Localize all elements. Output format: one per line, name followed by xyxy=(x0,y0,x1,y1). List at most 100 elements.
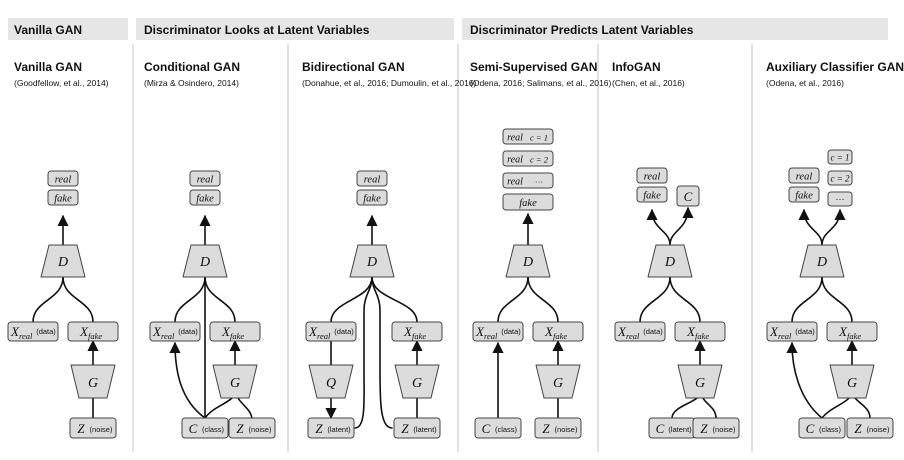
section-title-vanilla: Vanilla GAN xyxy=(14,23,82,37)
z-noise-input-tag: (noise) xyxy=(867,425,890,434)
c-latent-input-letter: C xyxy=(656,421,665,436)
generator-shape xyxy=(394,364,440,399)
output-c-box-shape xyxy=(676,185,700,207)
x-fake-node-shape xyxy=(532,321,584,342)
generator-label: G xyxy=(847,376,857,391)
output-c2-box-label: c = 2 xyxy=(830,174,850,184)
edge-xfake-to-d xyxy=(527,276,559,323)
x-real-node-shape xyxy=(7,321,59,342)
x-real-node: Xreal(data) xyxy=(305,321,357,342)
generator-node: G xyxy=(394,364,440,399)
output-fake-box-shape xyxy=(788,186,820,203)
output-real-dots-box-shape xyxy=(502,172,554,189)
discriminator-shape xyxy=(647,244,693,278)
x-real-node: Xreal(data) xyxy=(766,321,818,342)
output-c1-label: c = 1 xyxy=(530,133,548,143)
z-noise-input: Z(noise) xyxy=(692,417,740,439)
output-fake-box-shape xyxy=(502,193,554,211)
edge-xfake-to-d xyxy=(204,276,236,323)
z-noise-input-tag: (noise) xyxy=(249,425,272,434)
c-class-input-letter: C xyxy=(482,421,491,436)
z-noise-input-tag: (noise) xyxy=(713,425,736,434)
output-fake-box-shape xyxy=(636,186,668,203)
discriminator-node: D xyxy=(182,244,228,278)
section-title-latent-predicts: Discriminator Predicts Latent Variables xyxy=(470,23,694,37)
edge-d-to-class xyxy=(821,208,846,246)
z-noise-input-tag: (noise) xyxy=(555,425,578,434)
edge-xfake-to-d xyxy=(669,276,701,323)
edge-xfake-to-d xyxy=(62,276,94,323)
output-real-box-shape xyxy=(788,167,820,184)
discriminator-shape xyxy=(182,244,228,278)
generator-shape xyxy=(212,364,258,399)
edge-xreal-to-d xyxy=(174,276,206,323)
output-fake-box: fake xyxy=(189,189,221,206)
edge-xreal-to-d xyxy=(791,276,823,323)
x-real-node: Xreal(data) xyxy=(472,321,524,342)
panel-title-vanilla: Vanilla GAN xyxy=(14,60,82,74)
z-noise-input-letter: Z xyxy=(542,421,550,436)
x-fake-node-shape xyxy=(674,321,726,342)
output-real-box: real xyxy=(356,170,388,187)
output-real-box: real xyxy=(189,170,221,187)
discriminator-node: D xyxy=(505,244,551,278)
output-real-box-shape xyxy=(356,170,388,187)
z-noise-input-tag: (noise) xyxy=(90,425,113,434)
section-header-latent-looks: Discriminator Looks at Latent Variables xyxy=(136,18,454,40)
c-class-input-tag: (class) xyxy=(495,425,518,434)
output-fake-label: fake xyxy=(363,194,381,205)
discriminator-label: D xyxy=(522,255,533,270)
x-real-data-tag: (data) xyxy=(36,327,56,336)
c-class-input-shape xyxy=(474,417,522,439)
output-dots-box: ··· xyxy=(827,191,853,207)
x-fake-node-shape xyxy=(391,321,443,342)
edge-z-to-g xyxy=(854,397,871,419)
c-class-input-shape xyxy=(181,417,229,439)
output-real-label: real xyxy=(364,175,381,186)
c-class-input: C (class) xyxy=(798,417,846,439)
output-fake-label: fake xyxy=(196,194,214,205)
generator-label: G xyxy=(230,376,240,391)
x-real-node-shape xyxy=(614,321,666,342)
generator-node: G xyxy=(677,364,723,399)
edge-c-to-xreal xyxy=(169,341,206,419)
output-fake-label: fake xyxy=(795,191,813,202)
x-real-data-tag: (data) xyxy=(334,327,354,336)
panel-title-semi-supervised: Semi-Supervised GAN xyxy=(470,60,597,74)
output-fake-box-shape xyxy=(356,189,388,206)
z-noise-input-shape xyxy=(846,417,894,439)
c-class-input-tag: (class) xyxy=(819,425,842,434)
generator-node: G xyxy=(535,364,581,399)
c-class-input-shape xyxy=(798,417,846,439)
discriminator-shape xyxy=(40,244,86,278)
x-fake-node-shape xyxy=(826,321,878,342)
panel-citation-semi-supervised: (Odena, 2016; Salimans, et al., 2016) xyxy=(470,78,611,88)
x-fake-node: Xfake xyxy=(826,321,878,342)
discriminator-node: D xyxy=(349,244,395,278)
edge-c-to-g xyxy=(821,397,850,419)
edge-z-to-g xyxy=(702,397,717,419)
output-real-c2-box-shape xyxy=(502,150,554,167)
generator-shape xyxy=(70,364,116,399)
c-class-input-letter: C xyxy=(806,421,815,436)
discriminator-shape xyxy=(799,244,845,278)
edge-c-to-xreal xyxy=(786,341,823,419)
output-real-dots-box: real··· xyxy=(502,172,554,189)
panel-citation-conditional: (Mirza & Osindero, 2014) xyxy=(144,78,239,88)
panel-citation-vanilla: (Goodfellow, et al., 2014) xyxy=(14,78,109,88)
z-latent-input-tag: (latent) xyxy=(413,425,437,434)
generator-label: G xyxy=(412,376,422,391)
discriminator-label: D xyxy=(57,255,68,270)
output-fake-label: fake xyxy=(54,194,72,205)
encoder-q-node: Q xyxy=(308,364,354,399)
discriminator-label: D xyxy=(366,255,377,270)
section-header-vanilla: Vanilla GAN xyxy=(8,18,128,40)
generator-label: G xyxy=(553,376,563,391)
panel-titles: Vanilla GAN (Goodfellow, et al., 2014) C… xyxy=(14,60,904,88)
output-real-box: real xyxy=(788,167,820,184)
output-c2-box: c = 2 xyxy=(827,170,853,186)
z-noise-input-shape xyxy=(692,417,740,439)
x-fake-node: Xfake xyxy=(674,321,726,342)
output-real-box: real xyxy=(636,167,668,184)
